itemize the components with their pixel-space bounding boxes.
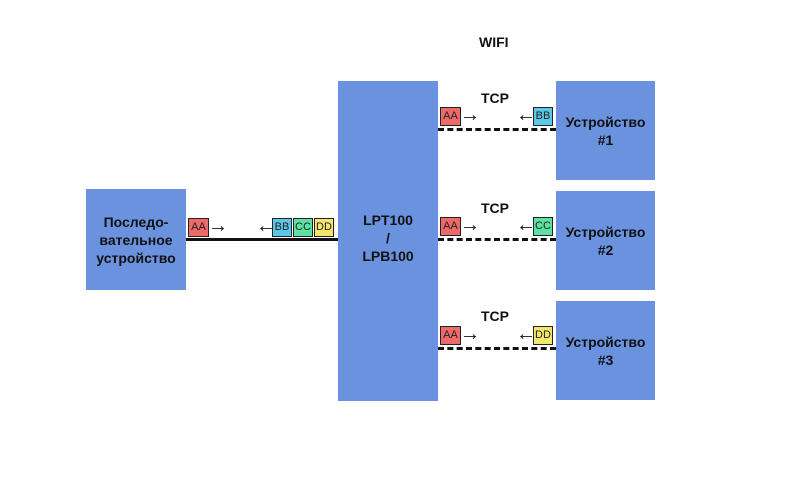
- packet-aa-1: AA: [440, 107, 461, 126]
- tcp-label-3: TCP: [481, 308, 509, 324]
- packet-bb-1: BB: [533, 107, 553, 126]
- tcp-link-line-3: [438, 347, 556, 350]
- serial-device-box: Последо-вательное устройство: [86, 189, 186, 290]
- module-name-1: LPT100: [363, 212, 413, 228]
- module-box: LPT100 / LPB100: [338, 81, 438, 401]
- arrow-left-icon: ←: [516, 323, 536, 345]
- packet-aa: AA: [188, 218, 209, 237]
- packet-bb: BB: [272, 218, 292, 237]
- device-number-1: #1: [597, 131, 614, 148]
- arrow-right-icon: →: [208, 215, 228, 237]
- packet-aa-3: AA: [440, 326, 461, 345]
- tcp-label-1: TCP: [481, 90, 509, 106]
- packet-aa-2: AA: [440, 217, 461, 236]
- module-name-2: LPB100: [362, 248, 414, 264]
- arrow-left-icon: ←: [516, 214, 536, 236]
- arrow-right-icon: →: [460, 323, 480, 345]
- packet-dd: DD: [314, 218, 334, 237]
- tcp-link-line-2: [438, 238, 556, 241]
- device-number-3: #3: [597, 351, 614, 368]
- serial-device-label: Последо-вательное устройство: [96, 213, 176, 266]
- arrow-left-icon: ←: [256, 215, 276, 237]
- device-box-1: Устройство #1: [556, 81, 655, 180]
- arrow-right-icon: →: [460, 214, 480, 236]
- device-box-3: Устройство #3: [556, 301, 655, 400]
- packet-cc: CC: [293, 218, 313, 237]
- device-label-2: Устройство: [565, 223, 646, 240]
- device-box-2: Устройство #2: [556, 191, 655, 290]
- wifi-label: WIFI: [479, 34, 509, 50]
- device-number-2: #2: [597, 241, 614, 258]
- device-label-1: Устройство: [565, 113, 646, 130]
- tcp-label-2: TCP: [481, 200, 509, 216]
- module-separator: /: [386, 230, 390, 246]
- tcp-link-line-1: [438, 128, 556, 131]
- arrow-left-icon: ←: [516, 104, 536, 126]
- device-label-3: Устройство: [565, 333, 646, 350]
- packet-cc-2: CC: [533, 217, 553, 236]
- packet-dd-3: DD: [533, 326, 553, 345]
- arrow-right-icon: →: [460, 104, 480, 126]
- serial-link-line: [186, 238, 338, 241]
